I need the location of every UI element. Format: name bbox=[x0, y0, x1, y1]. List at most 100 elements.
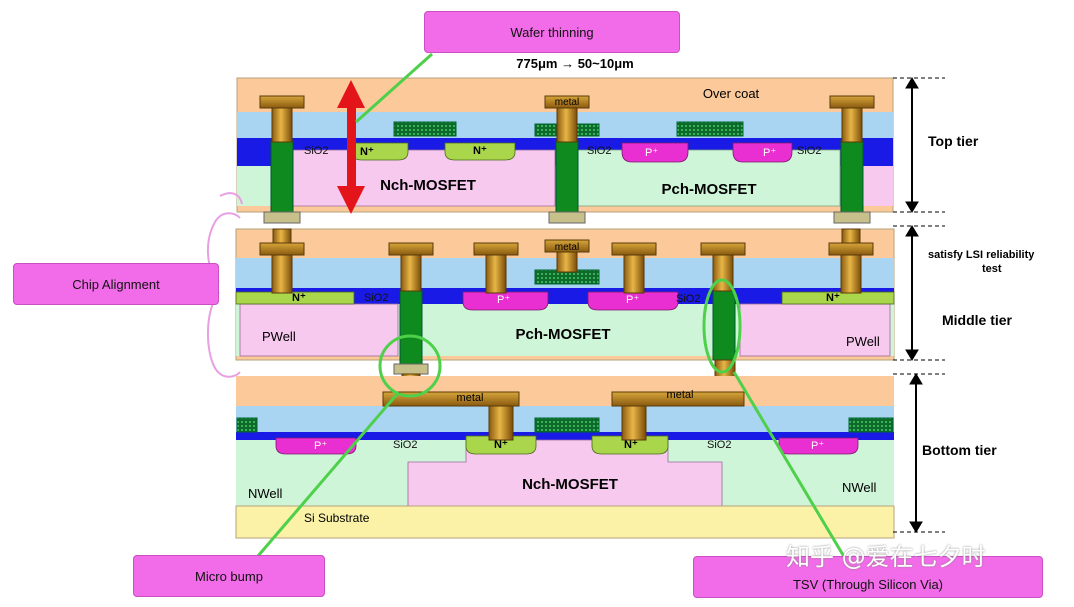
bottom-tier-arrow-up bbox=[909, 373, 923, 385]
bottom-n-plus-right bbox=[591, 435, 669, 455]
middle-cap-7 bbox=[828, 242, 874, 256]
wafer-thinning-pointer bbox=[354, 52, 434, 124]
middle-plug-7 bbox=[840, 254, 862, 294]
bottom-n-plus-label-2: N⁺ bbox=[624, 439, 638, 451]
top-tier-label: Top tier bbox=[928, 133, 979, 149]
middle-tier-label: Middle tier bbox=[942, 312, 1013, 328]
bottom-plug-2 bbox=[621, 405, 647, 441]
micro-bump-callout: Micro bump bbox=[133, 555, 325, 597]
bottom-sio2-label-1: SiO2 bbox=[393, 439, 417, 451]
middle-n-plus-label-1: N⁺ bbox=[292, 292, 306, 304]
top-gate-3 bbox=[676, 121, 744, 137]
bottom-gate-1 bbox=[236, 417, 258, 433]
middle-cap-3 bbox=[473, 242, 519, 256]
top-right-well bbox=[864, 166, 893, 206]
over-coat-label: Over coat bbox=[703, 86, 760, 101]
middle-p-plus-label-2: P⁺ bbox=[626, 294, 639, 306]
top-n-plus-label-2: N⁺ bbox=[473, 145, 487, 157]
middle-pwell-right bbox=[739, 303, 891, 357]
top-p-plus-right bbox=[732, 142, 793, 163]
tsv-pointer bbox=[732, 371, 848, 561]
top-cap-1 bbox=[259, 95, 305, 109]
chip-alignment-callout: Chip Alignment bbox=[13, 263, 219, 305]
middle-tsv-1 bbox=[399, 289, 423, 365]
middle-plug-5 bbox=[623, 254, 645, 294]
top-tsv-2 bbox=[555, 139, 579, 213]
bottom-p-plus-label-2: P⁺ bbox=[811, 440, 824, 452]
middle-pch-label: Pch-MOSFET bbox=[515, 326, 610, 343]
middle-plug-1 bbox=[271, 254, 293, 294]
bump-top-3 bbox=[833, 211, 871, 224]
tsv-highlight bbox=[702, 278, 742, 374]
middle-sio2-label-2: SiO2 bbox=[676, 293, 700, 305]
top-pch-label: Pch-MOSFET bbox=[661, 181, 756, 198]
thinning-arrow-shaft bbox=[347, 104, 356, 192]
top-gate-1 bbox=[393, 121, 457, 137]
top-plug-2 bbox=[556, 107, 578, 143]
reliability-label-line1: satisfy LSI reliability bbox=[928, 249, 1035, 261]
middle-p-plus-left bbox=[462, 291, 549, 311]
top-plug-3 bbox=[841, 107, 863, 143]
middle-plug-3 bbox=[485, 254, 507, 294]
top-tsv-3 bbox=[840, 139, 864, 213]
top-tsv-1 bbox=[270, 139, 294, 213]
top-p-plus-label-1: P⁺ bbox=[645, 147, 658, 159]
bottom-metal-line-2 bbox=[611, 391, 745, 407]
top-tier-arrow-up bbox=[905, 77, 919, 89]
middle-stub-1 bbox=[272, 228, 292, 244]
si-substrate-label: Si Substrate bbox=[304, 511, 370, 525]
tsv-callout: TSV (Through Silicon Via) bbox=[693, 556, 1043, 598]
middle-stub-2 bbox=[841, 228, 861, 244]
alignment-bracket-lower bbox=[207, 291, 241, 378]
middle-cap-1 bbox=[259, 242, 305, 256]
bottom-tier: metal metal P⁺ N⁺ N⁺ P⁺ SiO2 SiO2 Nch-MO… bbox=[235, 376, 895, 539]
middle-cap-6 bbox=[700, 242, 746, 256]
middle-n-plus-label-2: N⁺ bbox=[826, 292, 840, 304]
top-metal-label: metal bbox=[555, 97, 579, 108]
middle-cap-2 bbox=[388, 242, 434, 256]
bottom-gate-2 bbox=[534, 417, 600, 433]
bottom-nwell-label-left: NWell bbox=[248, 486, 283, 501]
micro-bump-pointer bbox=[256, 392, 400, 557]
wafer-thinning-arrow bbox=[337, 80, 365, 214]
middle-pwell-left bbox=[239, 303, 399, 357]
top-n-plus-right bbox=[444, 142, 516, 161]
middle-p-plus-right bbox=[587, 291, 679, 311]
middle-n-plus-right bbox=[781, 291, 895, 305]
middle-p-plus-label-1: P⁺ bbox=[497, 294, 510, 306]
top-p-plus-left bbox=[621, 142, 689, 163]
thinning-arrow-head-up bbox=[337, 80, 365, 108]
top-tier-arrow-down bbox=[905, 201, 919, 213]
bottom-p-plus-label-1: P⁺ bbox=[314, 440, 327, 452]
alignment-bracket-top bbox=[219, 192, 243, 205]
top-n-plus-label-1: N⁺ bbox=[360, 146, 374, 158]
bottom-tier-label: Bottom tier bbox=[922, 442, 997, 458]
middle-tsv-2 bbox=[712, 289, 736, 361]
top-p-plus-label-2: P⁺ bbox=[763, 147, 776, 159]
bottom-tier-arrow-down bbox=[909, 521, 923, 533]
top-sio2-label-left: SiO2 bbox=[304, 145, 328, 157]
reliability-label-line2: test bbox=[982, 263, 1002, 275]
middle-pwell-label-right: PWell bbox=[846, 334, 880, 349]
middle-plug-4 bbox=[556, 251, 578, 273]
thinning-arrow-head-down bbox=[337, 186, 365, 214]
bottom-plug-1 bbox=[488, 405, 514, 441]
bottom-metal-label-2: metal bbox=[667, 389, 694, 401]
bottom-n-plus-left bbox=[465, 435, 537, 455]
watermark: 知乎 @爱在七夕时 bbox=[786, 543, 986, 571]
bottom-nch-label: Nch-MOSFET bbox=[522, 476, 618, 493]
middle-sio2-label-1: SiO2 bbox=[364, 292, 388, 304]
bottom-over-coat bbox=[236, 376, 894, 406]
top-tier: Over coat metal SiO2 SiO2 SiO2 N⁺ N⁺ P⁺ … bbox=[236, 77, 894, 213]
top-cap-3 bbox=[829, 95, 875, 109]
bottom-substrate bbox=[235, 505, 895, 539]
middle-n-plus-left bbox=[235, 291, 355, 305]
bottom-nwell-label-right: NWell bbox=[842, 480, 877, 495]
top-plug-1 bbox=[271, 107, 293, 143]
top-cap-2 bbox=[544, 95, 590, 109]
bottom-n-plus-label-1: N⁺ bbox=[494, 439, 508, 451]
tier-markers bbox=[893, 77, 945, 533]
middle-plug-2 bbox=[400, 254, 422, 292]
